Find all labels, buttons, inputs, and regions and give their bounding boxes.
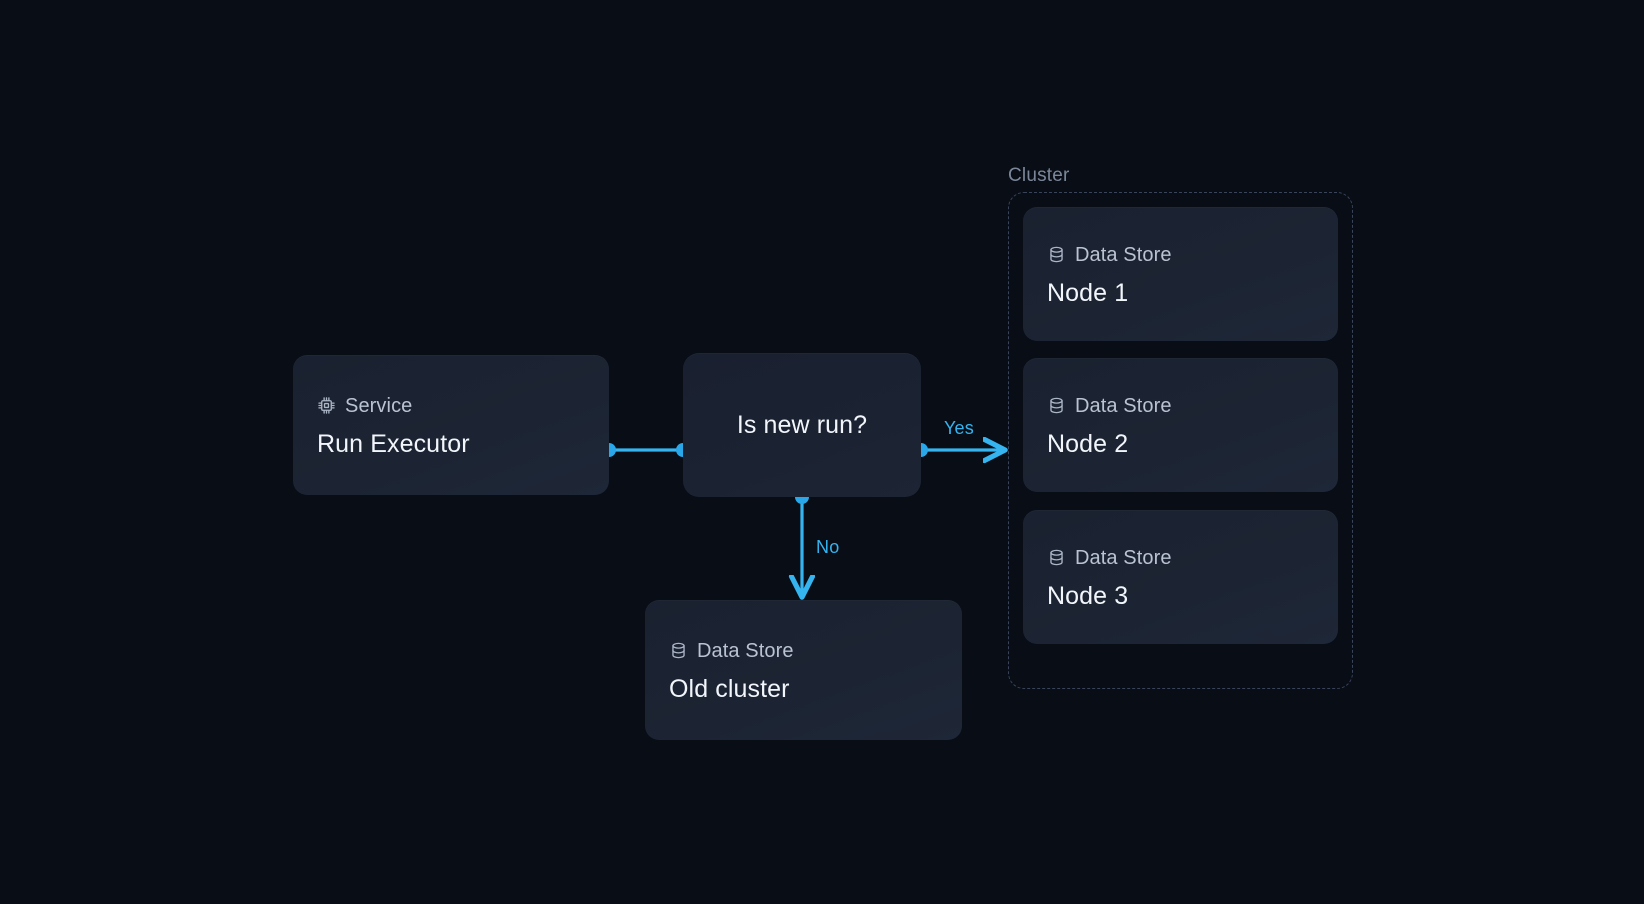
database-icon: [1047, 396, 1066, 415]
node-title: Run Executor: [317, 429, 470, 458]
node-type-label: Data Store: [1075, 546, 1172, 569]
node-type-row: Data Store: [1047, 245, 1314, 265]
edge-label-yes: Yes: [944, 418, 974, 438]
node-cluster-node-3[interactable]: Data Store Node 3: [1023, 510, 1338, 644]
cpu-chip-icon: [317, 396, 336, 415]
node-type-row: Data Store: [1047, 548, 1314, 568]
node-title: Node 1: [1047, 278, 1129, 307]
database-icon: [1047, 245, 1066, 264]
node-old-cluster[interactable]: Data Store Old cluster: [645, 600, 962, 740]
database-icon: [669, 641, 688, 660]
edge-decision-no: [795, 490, 809, 594]
cluster-group-label: Cluster: [1008, 165, 1070, 186]
edge-decision-yes: [914, 443, 1002, 457]
node-run-executor[interactable]: Service Run Executor: [293, 355, 609, 495]
node-type-row: Service: [317, 396, 585, 416]
edge-label-no: No: [816, 537, 840, 557]
cluster-group-boundary: [1008, 192, 1353, 689]
node-decision-is-new-run[interactable]: Is new run?: [683, 353, 921, 497]
node-type-row: Data Store: [1047, 396, 1314, 416]
node-title: Node 3: [1047, 581, 1129, 610]
node-type-row: Data Store: [669, 641, 938, 661]
node-type-label: Data Store: [697, 639, 794, 662]
edge-executor-to-decision: [602, 443, 690, 457]
node-type-label: Service: [345, 394, 413, 417]
node-cluster-node-1[interactable]: Data Store Node 1: [1023, 207, 1338, 341]
node-title: Old cluster: [669, 674, 790, 703]
node-cluster-node-2[interactable]: Data Store Node 2: [1023, 358, 1338, 492]
node-title: Node 2: [1047, 429, 1129, 458]
node-type-label: Data Store: [1075, 243, 1172, 266]
node-type-label: Data Store: [1075, 394, 1172, 417]
database-icon: [1047, 548, 1066, 567]
decision-label: Is new run?: [736, 410, 868, 439]
